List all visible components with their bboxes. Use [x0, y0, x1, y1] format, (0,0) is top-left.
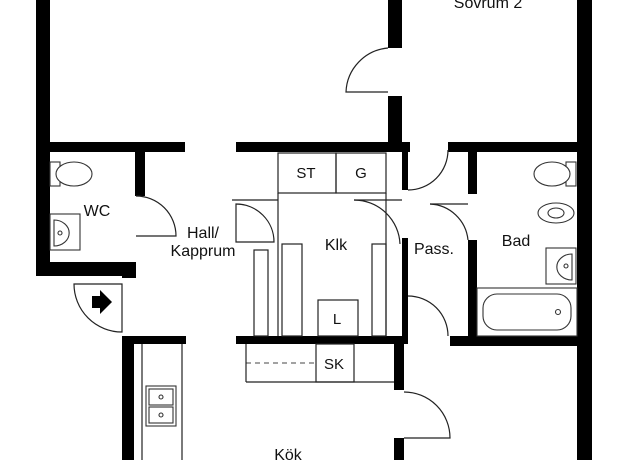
wall-wc-right-lower [122, 262, 136, 278]
toilet-icon-bad [533, 161, 577, 187]
wall-pass-left-mid [402, 238, 408, 338]
door-kok [403, 391, 451, 439]
bidet-icon [537, 202, 575, 224]
door-bad [429, 203, 469, 241]
cabinet-l [317, 299, 359, 337]
room-label-kok: Kök [274, 447, 303, 460]
wall-outer-left [36, 0, 50, 276]
door-klk [353, 199, 401, 245]
room-label-hall-2: Kapprum [171, 243, 236, 260]
wall-lower-divider [394, 344, 404, 390]
room-label-l: L [333, 311, 341, 328]
wall-wc-right [135, 150, 145, 196]
sink-icon [49, 213, 81, 251]
wall-left-lower [122, 336, 134, 460]
wall-outer-right [577, 0, 592, 460]
door-entrance [73, 283, 123, 333]
bathtub-icon [476, 287, 578, 337]
wall-mid-left [50, 142, 185, 152]
room-labels: Sovrum 2 WC Hall/ Kapprum ST G Klk Pass.… [84, 0, 531, 460]
door-pass [407, 149, 449, 191]
wall-bottom-center [236, 336, 408, 344]
door-hall [235, 203, 275, 243]
door-wc [135, 195, 177, 237]
room-label-st: ST [296, 165, 315, 182]
room-label-g: G [355, 165, 367, 182]
entrance-arrow-icon [92, 290, 112, 314]
room-label-wc: WC [84, 203, 111, 220]
wall-bad-left-lower [468, 240, 477, 338]
wall-mid-right [448, 142, 578, 152]
wall-bad-left [468, 150, 477, 194]
wall-pass-left [402, 150, 408, 190]
wall-mid-center [236, 142, 410, 152]
doors [73, 47, 469, 439]
wall-bottom-bad [450, 336, 578, 346]
toilet-icon [49, 161, 93, 187]
room-label-sovrum2: Sovrum 2 [454, 0, 523, 12]
door-sovrum2 [345, 47, 389, 93]
wall-wc-bottom [36, 262, 136, 276]
kitchen-sink-icon [145, 385, 177, 427]
cabinets [141, 152, 394, 460]
door-pass-lower [407, 295, 449, 337]
walls [36, 0, 592, 460]
room-label-sk: SK [324, 356, 344, 373]
wall-bottom-left [128, 336, 186, 344]
room-label-bad: Bad [502, 233, 530, 250]
cabinet-g [335, 152, 387, 194]
room-label-klk: Klk [325, 237, 348, 254]
fixtures [49, 161, 578, 427]
room-label-pass: Pass. [414, 241, 454, 258]
wall-lower-divider-bottom [394, 438, 404, 460]
sink-icon-bad [545, 247, 577, 285]
wall-top-divider-lower [388, 96, 402, 152]
room-label-hall-1: Hall/ [187, 225, 220, 242]
wall-top-divider [388, 0, 402, 48]
